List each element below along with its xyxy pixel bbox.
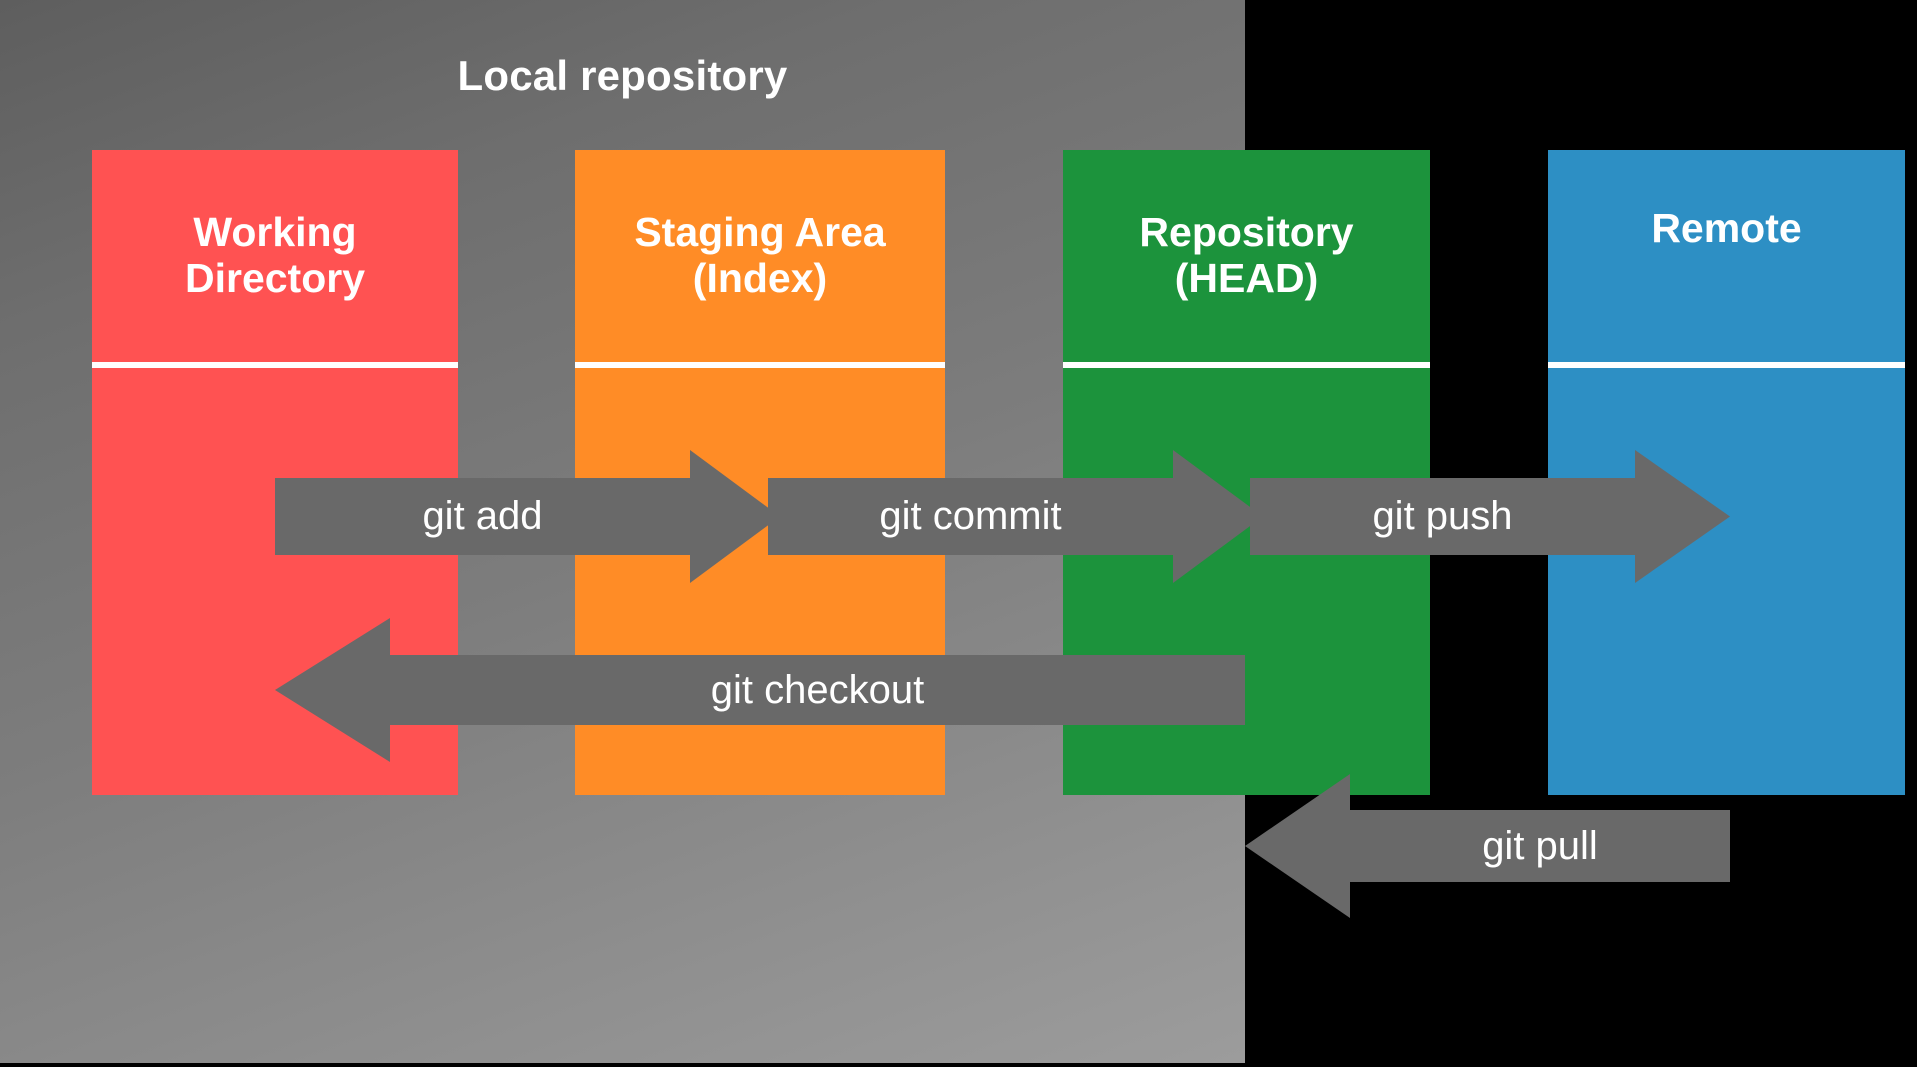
git-add-arrow-icon — [275, 450, 780, 583]
box-staging-area-label: Staging Area (Index) — [634, 209, 886, 301]
arrow-git-commit[interactable]: git commit — [768, 450, 1263, 583]
box-remote-label: Remote — [1651, 205, 1802, 252]
box-working-directory-divider — [92, 362, 458, 368]
box-working-directory-label: Working Directory — [184, 209, 365, 301]
git-commit-arrow-icon — [768, 450, 1263, 583]
arrow-git-add[interactable]: git add — [275, 450, 780, 583]
arrow-git-checkout[interactable]: git checkout — [275, 618, 1245, 762]
arrow-git-push[interactable]: git push — [1250, 450, 1730, 583]
box-remote[interactable]: Remote — [1548, 150, 1905, 795]
git-push-arrow-icon — [1250, 450, 1730, 583]
arrow-git-pull[interactable]: git pull — [1245, 774, 1730, 918]
box-staging-area-divider — [575, 362, 945, 368]
git-checkout-arrow-icon — [275, 618, 1245, 762]
git-pull-arrow-icon — [1245, 774, 1730, 918]
box-remote-divider — [1548, 362, 1905, 368]
box-repository-head-label: Repository (HEAD) — [1139, 209, 1354, 301]
local-repository-title: Local repository — [457, 52, 788, 99]
box-repository-head-divider — [1063, 362, 1430, 368]
